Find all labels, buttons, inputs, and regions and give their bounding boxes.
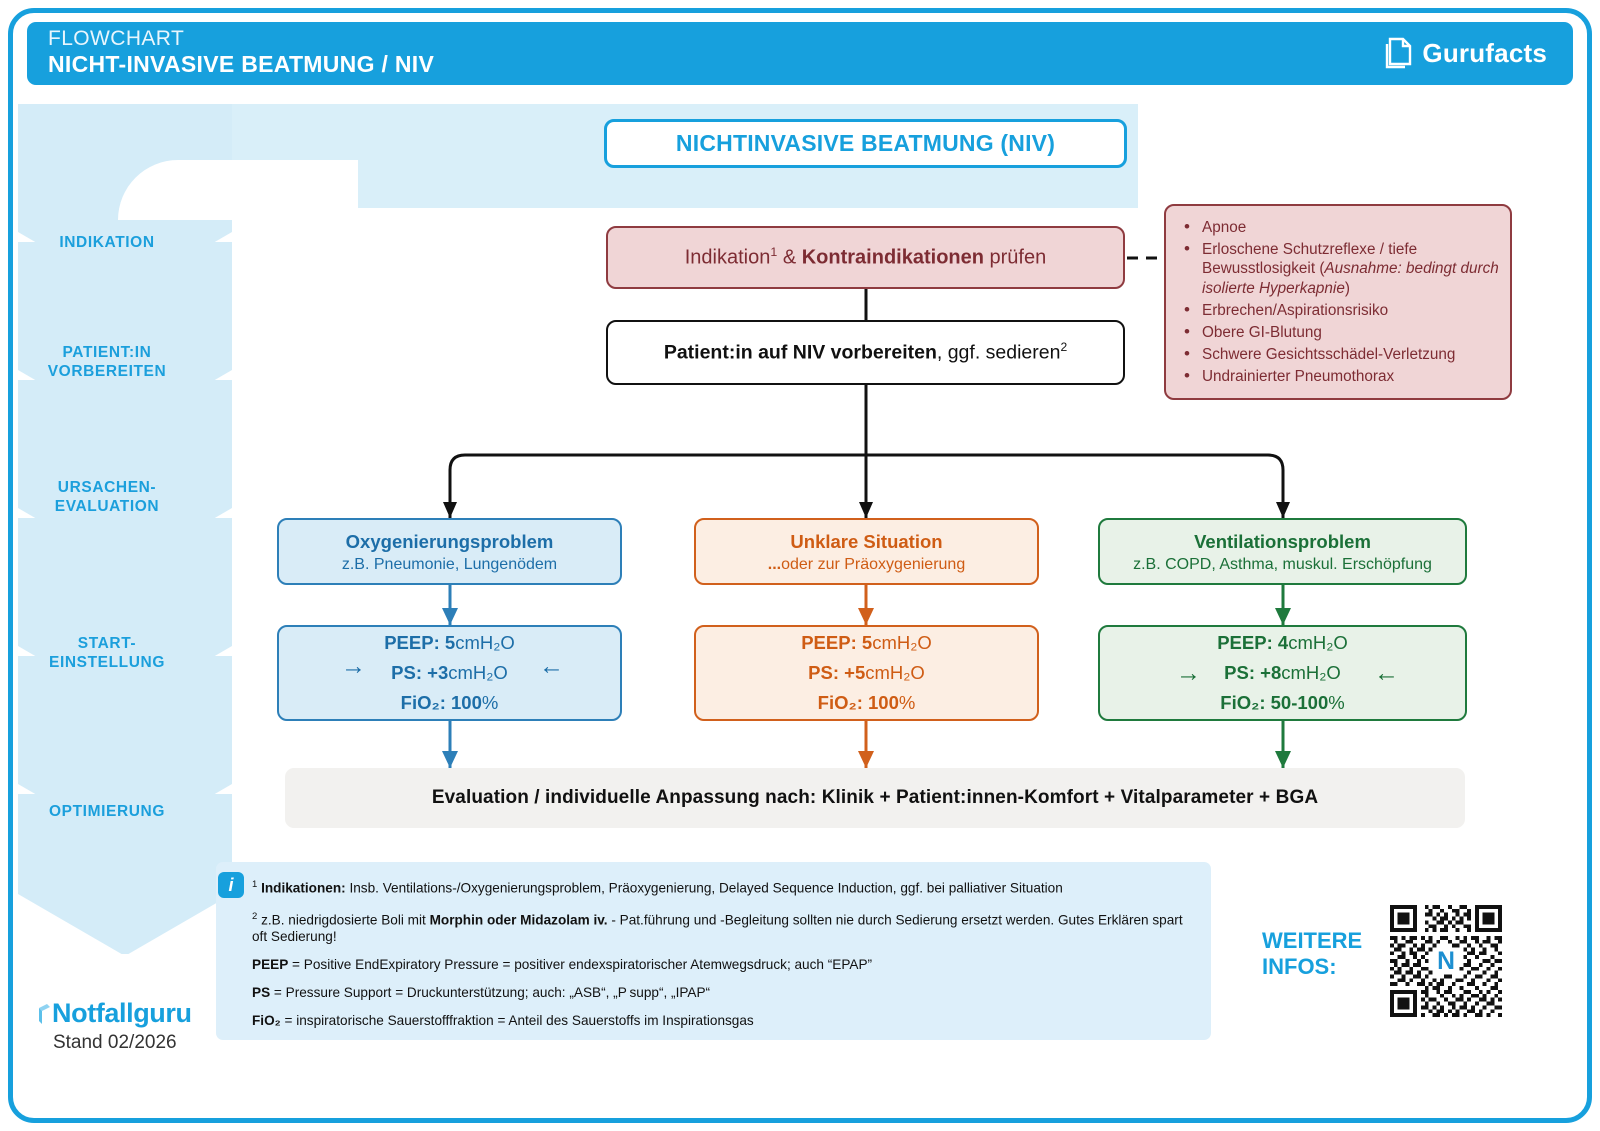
definition-ps: PS = Pressure Support = Druckunterstützu… — [252, 985, 711, 1001]
emphasis-arrow-right-icon: → — [341, 652, 366, 680]
footnote-marker-2: 2 — [1060, 340, 1068, 355]
list-item: Undrainierter Pneumothorax — [1180, 366, 1500, 387]
setting-ps: PS: +3cmH₂O — [391, 662, 508, 683]
category-title: Unklare Situation — [790, 530, 943, 552]
settings-box-ventilationsproblem: → ← PEEP: 4cmH₂O PS: +8cmH₂O FiO₂: 50-10… — [1098, 625, 1467, 721]
decorative-band-mask — [118, 160, 358, 220]
setting-fio2: FiO₂: 100% — [400, 692, 499, 713]
stage-label-ursachen-evaluation: URSACHEN-EVALUATION — [54, 479, 160, 515]
category-box-oxygenierungsproblem: Oxygenierungsproblem z.B. Pneumonie, Lun… — [277, 518, 622, 585]
stage-label-indikation: INDIKATION — [59, 234, 155, 251]
info-icon: i — [218, 872, 244, 898]
emphasis-arrow-left-icon: ← — [1374, 659, 1399, 687]
version-date: Stand 02/2026 — [52, 1032, 177, 1053]
document-stack-icon — [1386, 37, 1412, 69]
footnote-1: 1 Indikationen: Insb. Ventilations-/Oxyg… — [252, 879, 1063, 896]
setting-ps: PS: +5cmH₂O — [808, 662, 925, 683]
stage-label-optimierung: OPTIMIERUNG — [49, 803, 165, 820]
brand-name: Gurufacts — [1422, 37, 1547, 68]
svg-text:N: N — [1437, 948, 1455, 975]
indication-check-label: Indikation1 & Kontraindikationen prüfen — [684, 245, 1047, 269]
category-box-unklare-situation: Unklare Situation ...oder zur Präoxygeni… — [694, 518, 1039, 585]
setting-ps: PS: +8cmH₂O — [1224, 662, 1341, 683]
footnote-2: 2 z.B. niedrigdosierte Boli mit Morphin … — [252, 910, 1183, 945]
preparation-label: Patient:in auf NIV vorbereiten, ggf. sed… — [663, 340, 1068, 364]
notfallguru-mark-icon — [39, 1003, 50, 1024]
definition-peep: PEEP = Positive EndExpiratory Pressure =… — [252, 957, 873, 973]
preparation-box: Patient:in auf NIV vorbereiten, ggf. sed… — [606, 320, 1125, 385]
main-title-box: NICHTINVASIVE BEATMUNG (NIV) — [604, 119, 1127, 168]
list-item: Erloschene Schutzreflexe / tiefe Bewusst… — [1180, 239, 1500, 299]
category-subtitle: ...oder zur Präoxygenierung — [767, 555, 966, 573]
notfallguru-logo: Notfallguru Stand 02/2026 — [38, 998, 192, 1054]
setting-peep: PEEP: 5cmH₂O — [384, 632, 515, 653]
category-box-ventilationsproblem: Ventilationsproblem z.B. COPD, Asthma, m… — [1098, 518, 1467, 585]
footnote-marker-1: 1 — [770, 245, 778, 260]
evaluation-bar-label: Evaluation / individuelle Anpassung nach… — [431, 787, 1319, 808]
weitere-infos-label: WEITERE INFOS: — [1262, 928, 1363, 979]
indication-check-box: Indikation1 & Kontraindikationen prüfen — [606, 226, 1125, 289]
setting-peep: PEEP: 5cmH₂O — [801, 632, 932, 653]
setting-fio2: FiO₂: 50-100% — [1220, 692, 1345, 713]
footnotes-panel: 1 Indikationen: Insb. Ventilations-/Oxyg… — [216, 862, 1211, 1040]
list-item: Schwere Gesichtsschädel-Verletzung — [1180, 344, 1500, 365]
contraindications-box: Apnoe Erloschene Schutzreflexe / tiefe B… — [1164, 204, 1512, 400]
setting-peep: PEEP: 4cmH₂O — [1217, 632, 1348, 653]
evaluation-bar: Evaluation / individuelle Anpassung nach… — [285, 768, 1465, 828]
category-title: Ventilationsproblem — [1194, 530, 1371, 552]
emphasis-arrow-left-icon: ← — [539, 652, 564, 680]
qr-code[interactable]: N — [1390, 905, 1502, 1017]
main-title-label: NICHTINVASIVE BEATMUNG (NIV) — [675, 130, 1056, 156]
header-bar: FLOWCHART NICHT-INVASIVE BEATMUNG / NIV … — [27, 22, 1573, 85]
list-item: Obere GI-Blutung — [1180, 322, 1500, 343]
category-title: Oxygenierungsproblem — [345, 530, 554, 552]
settings-box-unklare-situation: PEEP: 5cmH₂O PS: +5cmH₂O FiO₂: 100% — [694, 625, 1039, 721]
list-item: Erbrechen/Aspirationsrisiko — [1180, 300, 1500, 321]
definition-fio2: FiO₂ = inspiratorische Sauerstofffraktio… — [252, 1013, 754, 1029]
category-subtitle: z.B. Pneumonie, Lungenödem — [341, 555, 558, 573]
header-title: NICHT-INVASIVE BEATMUNG / NIV — [48, 51, 435, 77]
category-subtitle: z.B. COPD, Asthma, muskul. Erschöpfung — [1133, 555, 1432, 573]
settings-box-oxygenierungsproblem: → ← PEEP: 5cmH₂O PS: +3cmH₂O FiO₂: 100% — [277, 625, 622, 721]
stage-label-start-einstellung: START-EINSTELLUNG — [49, 635, 165, 671]
stage-arrow-column — [18, 104, 232, 954]
gurufacts-logo: Gurufacts — [1383, 36, 1547, 70]
notfallguru-name: Notfallguru — [52, 998, 192, 1028]
list-item: Apnoe — [1180, 217, 1500, 238]
setting-fio2: FiO₂: 100% — [817, 692, 916, 713]
emphasis-arrow-right-icon: → — [1176, 659, 1201, 687]
contraindications-list: Apnoe Erloschene Schutzreflexe / tiefe B… — [1180, 215, 1500, 389]
header-kicker: FLOWCHART — [48, 27, 185, 50]
